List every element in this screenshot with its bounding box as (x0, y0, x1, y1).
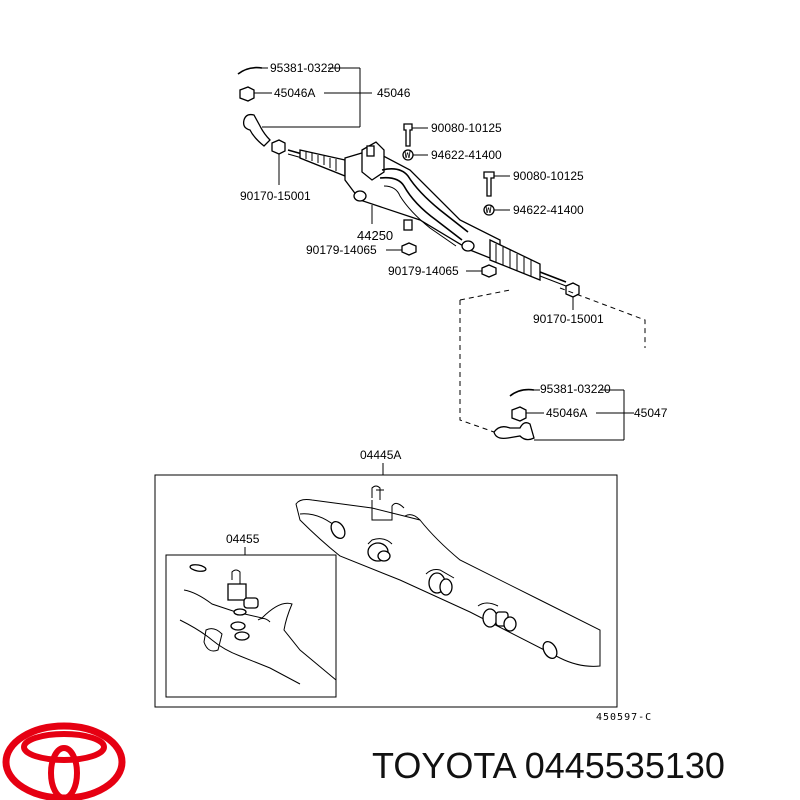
label-grommet-2: 90179-14065 (388, 264, 459, 278)
steering-rack-body (287, 141, 567, 287)
kit-sub-box (165, 554, 337, 698)
tie-rod-end-icon (242, 113, 271, 147)
nut-icon (565, 282, 580, 298)
nut-icon (239, 86, 255, 102)
bolt-washer-group-2: W (483, 171, 510, 216)
grommet-icon (481, 264, 497, 278)
label-kit-sub: 04455 (226, 532, 260, 546)
tie-rod-end-icon (493, 422, 535, 441)
label-nut-left: 90170-15001 (240, 189, 311, 203)
grommet-group (386, 242, 497, 278)
clip-icon (237, 66, 263, 75)
label-nut-bottom: 45046A (546, 406, 587, 420)
left-tie-rod-end-group (237, 66, 372, 185)
label-tie-end-right: 45047 (634, 406, 668, 420)
label-clip-top: 95381-03220 (270, 61, 341, 75)
label-grommet-1: 90179-14065 (306, 243, 377, 257)
label-tie-end-left: 45046 (377, 86, 411, 100)
label-bolt-1: 90080-10125 (431, 121, 502, 135)
label-nut-top: 45046A (274, 86, 315, 100)
svg-text:W: W (486, 205, 493, 216)
label-washer-1: 94622-41400 (431, 148, 502, 162)
label-clip-bottom: 95381-03220 (540, 382, 611, 396)
bolt-washer-group-1: W (402, 123, 428, 161)
label-nut-right: 90170-15001 (533, 312, 604, 326)
label-bolt-2: 90080-10125 (513, 169, 584, 183)
bolt-icon (483, 171, 495, 197)
clip-icon (509, 388, 535, 397)
nut-icon (511, 406, 527, 422)
grommet-icon (401, 242, 417, 256)
right-tie-rod-end-group (493, 388, 634, 441)
brand-caption: TOYOTA 0445535130 (372, 745, 725, 786)
kit-main-box (154, 474, 618, 708)
label-washer-2: 94622-41400 (513, 203, 584, 217)
dashed-leader (459, 287, 646, 433)
svg-text:W: W (405, 150, 412, 161)
label-rack-assy: 44250 (357, 228, 393, 243)
kit-sub-illustration (179, 564, 337, 685)
bolt-icon (403, 123, 413, 147)
label-kit-main: 04445A (360, 448, 401, 462)
nut-icon (271, 139, 286, 155)
diagram-code: 450597-C (596, 712, 652, 723)
kit-main-illustration (295, 485, 601, 667)
toyota-logo-icon (2, 722, 126, 800)
